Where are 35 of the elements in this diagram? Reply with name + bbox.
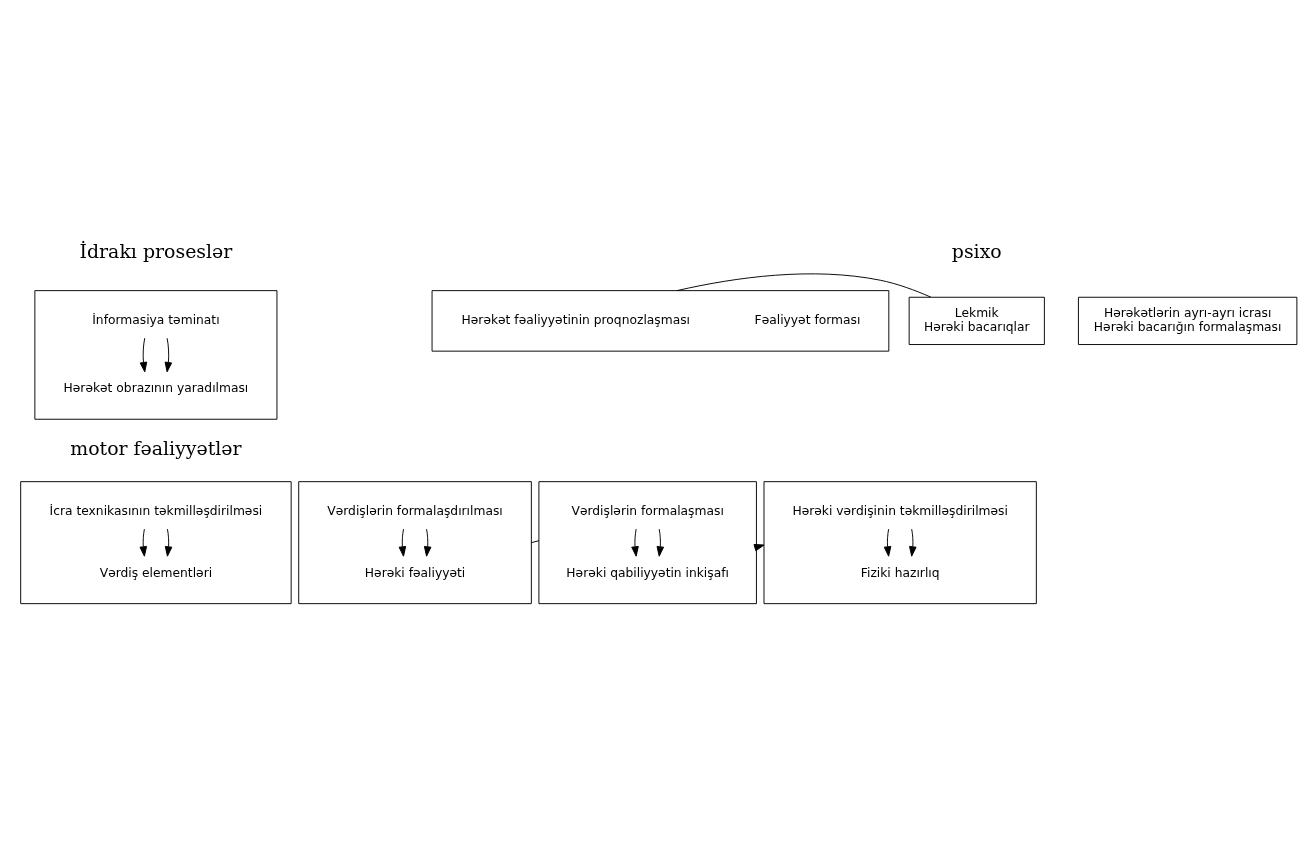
node-box: Lekmik Hərəki bacarıqlar [908,296,1045,345]
arrow [883,528,892,557]
arrow [398,528,407,557]
cluster [431,290,890,352]
connector [530,540,540,544]
node-text: Hərəkət fəaliyyətinin proqnozlaşması [461,313,691,328]
label: İdrakı proseslər [79,239,233,262]
node-text: Hərəki fəaliyyəti [364,565,466,580]
label: psixo [951,239,1002,262]
node-text: Hərəki qabiliyyətin inkişafı [566,565,729,580]
cluster [298,481,532,605]
node-text: Vərdişlərin formalaşması [571,504,724,519]
arrow [423,528,432,557]
label: motor fəaliyyətlər [70,437,242,460]
cluster [34,290,278,420]
node-text: Vərdiş elementləri [99,565,213,580]
arrow [164,337,173,373]
node-text: Fəaliyyət forması [754,313,861,328]
node-text: Hərəki vərdişinin təkmilləşdirilməsi [792,504,1008,519]
node-text: Vərdişlərin formalaşdırılması [327,504,503,519]
arrow [656,528,665,557]
cluster [20,481,292,605]
node-text: İnformasiya təminatı [92,313,220,328]
connector [676,273,932,298]
node-text: Hərəkət obrazının yaradılması [63,381,249,396]
cluster [538,481,757,605]
arrow [139,337,148,373]
arrow [631,528,639,557]
cluster [763,481,1037,605]
node-text: İcra texnikasının təkmilləşdirilməsi [49,504,263,519]
arrow [139,528,148,557]
node-text: Fiziki hazırlıq [860,565,940,580]
arrow [164,528,173,557]
node-box: Hərəkətlərin ayrı-ayrı icrası Hərəki bacarığın formalaşması [1077,296,1298,345]
arrow [909,528,917,557]
